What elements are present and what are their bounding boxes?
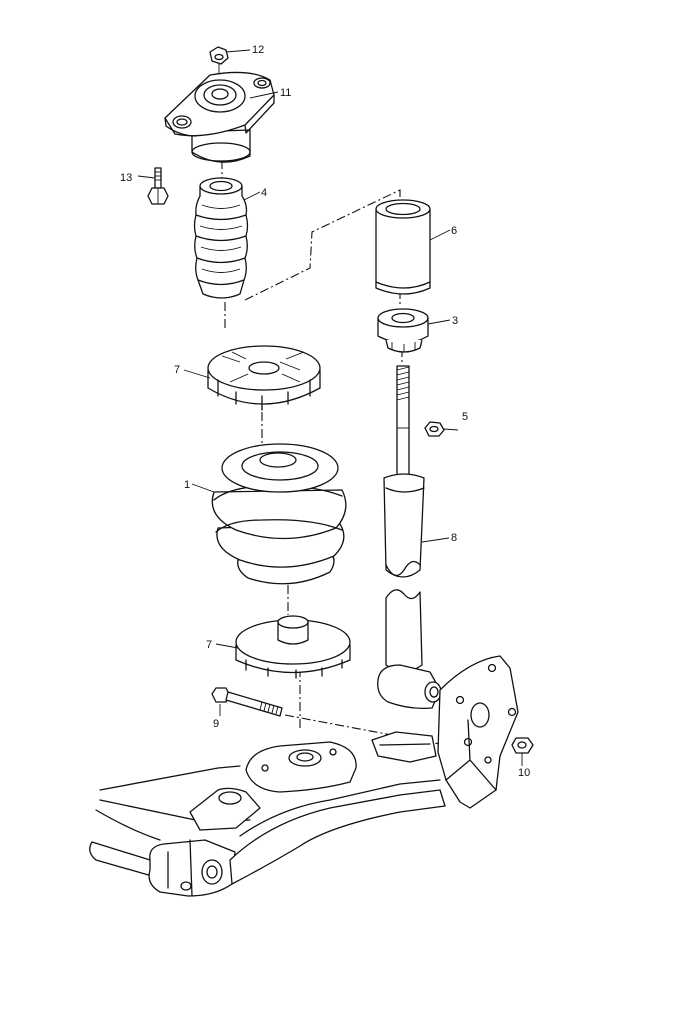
part-4-bump-stop: [193, 177, 249, 299]
callout-7-upper: 7: [174, 364, 180, 376]
callout-leaders: [137, 49, 523, 766]
callout-10: 9: [213, 718, 219, 730]
wheel-hub-flange: [437, 655, 519, 809]
callout-8: 8: [451, 532, 457, 544]
part-10-bolt: [211, 687, 283, 717]
callout-4: 4: [261, 187, 267, 199]
callout-labels: 12 11 13 4 6 3 5 7 1 8 7 9 10: [120, 44, 530, 779]
part-6-protective-tube: [375, 199, 431, 295]
part-7-lower-spring-seat: [235, 615, 351, 679]
callout-7-lower: 7: [206, 639, 212, 651]
part-11-top-mount: [164, 71, 275, 163]
callout-12: 12: [252, 44, 264, 56]
part-13-bolt: [147, 167, 169, 205]
rear-axle-beam: [89, 731, 446, 897]
callout-1: 1: [184, 479, 190, 491]
callout-9: 10: [518, 767, 530, 779]
callout-5: 5: [462, 411, 468, 423]
callout-6: 6: [451, 225, 457, 237]
part-7-upper-spring-seat: [207, 345, 321, 411]
callout-11: 11: [280, 87, 291, 99]
part-12-nut: [209, 46, 229, 78]
callout-13: 13: [120, 172, 132, 184]
part-3-buffer: [377, 308, 429, 353]
part-1-coil-spring: [211, 443, 347, 585]
part-9-nut: [511, 737, 534, 754]
part-8-shock-absorber: [377, 365, 442, 710]
callout-3: 3: [452, 315, 458, 327]
part-5-nut: [424, 421, 445, 437]
